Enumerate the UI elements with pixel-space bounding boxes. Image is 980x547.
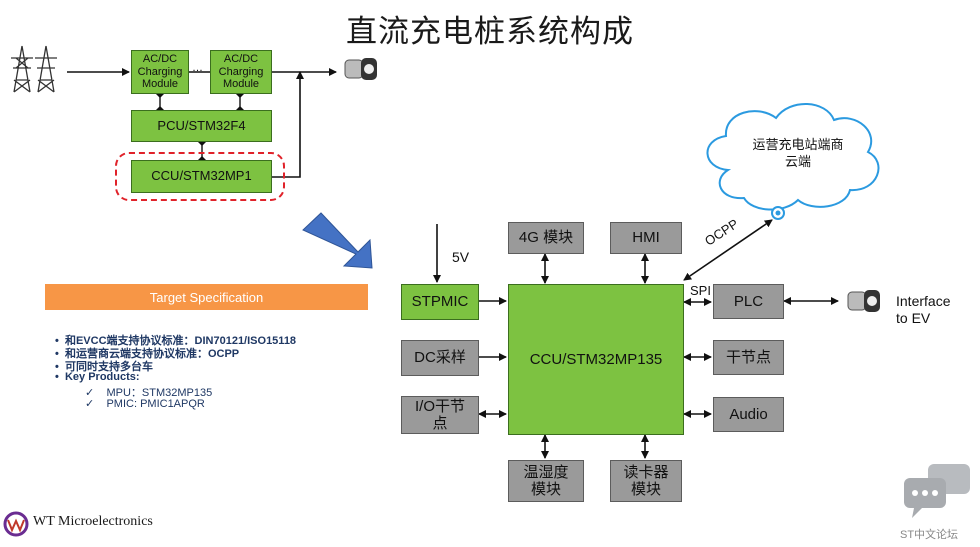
4g-module-box: 4G 模块 bbox=[508, 222, 584, 254]
audio-box: Audio bbox=[713, 397, 784, 432]
stpmic-box: STPMIC bbox=[401, 284, 479, 320]
ccu-box: CCU/STM32MP1 bbox=[131, 160, 272, 193]
spec-sub-1: ✓ MPU：STM32MP135 bbox=[85, 387, 213, 399]
spi-label: SPI bbox=[690, 283, 711, 298]
io-box: I/O干节点 bbox=[401, 396, 479, 434]
wt-logo-icon bbox=[3, 511, 29, 537]
ev-plug-icon bbox=[847, 290, 880, 312]
main-ccu-box: CCU/STM32MP135 bbox=[508, 284, 684, 435]
cloud-label: 运营充电站端商云端 bbox=[752, 137, 844, 169]
acdc-module-1: AC/DC Charging Module bbox=[131, 50, 189, 94]
interface-label: Interface to EV bbox=[896, 293, 951, 326]
spec-bullet-1: • 和EVCC端支持协议标准：DIN70121/ISO15118 bbox=[55, 335, 297, 347]
ccu-highlight bbox=[115, 152, 285, 201]
power-tower-icon bbox=[11, 45, 57, 93]
company-logo-text: WT Microelectronics bbox=[33, 514, 153, 529]
ellipsis-label: … bbox=[192, 62, 203, 74]
temp-humidity-box: 温湿度模块 bbox=[508, 460, 584, 502]
watermark-text: ST中文论坛 bbox=[900, 529, 959, 541]
hmi-box: HMI bbox=[610, 222, 682, 254]
ev-plug-icon bbox=[344, 58, 377, 80]
cloud-icon bbox=[706, 103, 880, 220]
spec-sub-2: ✓ PMIC: PMIC1APQR bbox=[85, 398, 205, 410]
acdc-module-2: AC/DC Charging Module bbox=[210, 50, 272, 94]
card-reader-box: 读卡器模块 bbox=[610, 460, 682, 502]
5v-label: 5V bbox=[452, 249, 470, 265]
plc-box: PLC bbox=[713, 284, 784, 319]
dry-contact-box: 干节点 bbox=[713, 340, 784, 375]
chat-bubble-icon bbox=[904, 464, 970, 518]
dc-sample-box: DC采样 bbox=[401, 340, 479, 376]
target-spec-bar: Target Specification bbox=[45, 284, 368, 310]
spec-bullet-3: • 可同时支持多台车 bbox=[55, 361, 153, 373]
big-arrow-icon bbox=[302, 212, 373, 269]
page-title: 直流充电桩系统构成 bbox=[346, 14, 634, 50]
spec-bullet-2: • 和运营商云端支持协议标准：OCPP bbox=[55, 348, 240, 360]
spec-bullet-4: • Key Products: bbox=[55, 371, 140, 383]
pcu-box: PCU/STM32F4 bbox=[131, 110, 272, 142]
